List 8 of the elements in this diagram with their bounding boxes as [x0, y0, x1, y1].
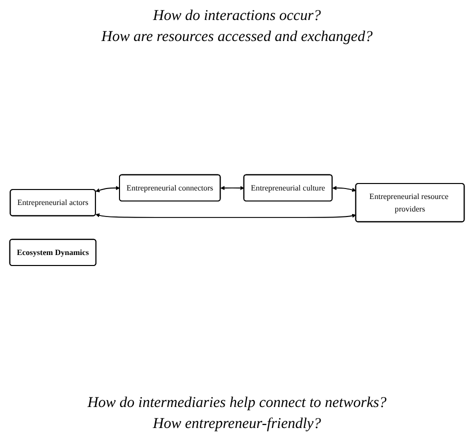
- arrow: [332, 186, 356, 192]
- arrow: [96, 186, 120, 193]
- question-text: How entrepreneur-friendly?: [152, 416, 322, 433]
- question-text: How are resources accessed and exchanged?: [101, 29, 373, 46]
- question-text: How do intermediaries help connect to networks?: [87, 395, 387, 412]
- question-text: How do interactions occur?: [153, 8, 321, 25]
- arrow: [96, 214, 356, 218]
- arrow: [220, 186, 244, 190]
